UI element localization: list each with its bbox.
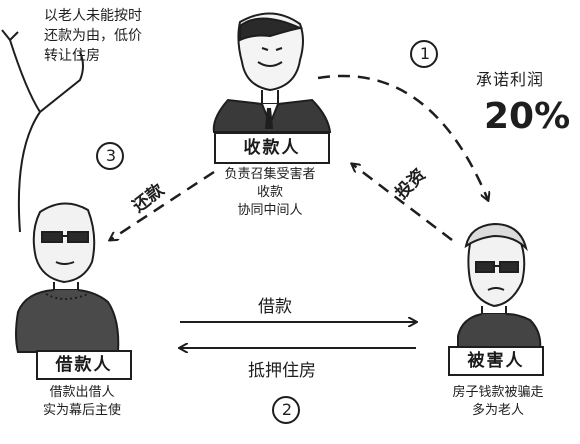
note-line: 转让住房 [44, 48, 100, 64]
collector-figure [212, 12, 332, 133]
collector-title: 收款人 [214, 132, 330, 164]
borrower-desc: 借款出借人 实为幕后主使 [20, 384, 144, 420]
collector-desc-line: 收款 [256, 185, 283, 200]
borrower-title: 借款人 [36, 350, 132, 380]
promise-value: 20% [484, 96, 571, 137]
collector-desc: 负责召集受害者 收款 协同中间人 [208, 166, 332, 220]
step-2-number: 2 [281, 400, 293, 419]
step-3-number: 3 [105, 146, 117, 165]
victim-desc-line: 多为老人 [471, 403, 524, 418]
step-circle-1 [410, 40, 438, 68]
borrower-desc-line: 实为幕后主使 [42, 403, 121, 418]
victim-figure [457, 222, 542, 351]
note-line: 以老人未能按时 [44, 8, 142, 24]
note-line: 还款为由，低价 [44, 28, 142, 44]
victim-title: 被害人 [448, 346, 544, 376]
arrow-fork-to-note [9, 39, 84, 233]
step-circle-3 [96, 142, 124, 170]
note-top-left: 以老人未能按时 还款为由，低价 转让住房 [44, 6, 184, 66]
arrow-victim-to-collector [352, 164, 453, 241]
borrower-desc-line: 借款出借人 [49, 385, 115, 400]
arrow-collector-to-victim [317, 74, 488, 200]
arrow-fork-head [1, 29, 19, 42]
step-1-number: 1 [419, 44, 431, 63]
edge-label-loan: 借款 [258, 297, 292, 317]
step-circle-2 [272, 396, 300, 424]
promise-label: 承诺利润 [476, 70, 545, 89]
collector-desc-line: 负责召集受害者 [224, 167, 316, 182]
victim-desc: 房子钱款被骗走 多为老人 [430, 384, 566, 420]
arrow-collector-to-borrower [110, 170, 215, 240]
borrower-figure [15, 202, 120, 353]
collector-desc-line: 协同中间人 [237, 203, 303, 218]
edge-label-mortgage: 抵押住房 [248, 361, 316, 381]
victim-desc-line: 房子钱款被骗走 [452, 385, 544, 400]
